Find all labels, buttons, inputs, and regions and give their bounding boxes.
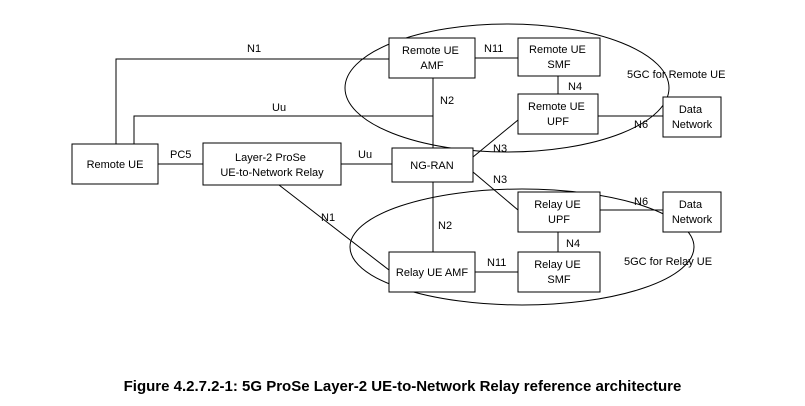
node-relay-ue-upf-label: Relay UE UPF bbox=[534, 199, 584, 226]
node-ng-ran-label: NG-RAN bbox=[410, 160, 453, 172]
label-n4-top: N4 bbox=[568, 81, 582, 93]
node-remote-ue-smf bbox=[517, 37, 601, 77]
label-n2-bottom: N2 bbox=[438, 220, 452, 232]
label-n3-top: N3 bbox=[493, 143, 507, 155]
label-n11-bottom: N11 bbox=[487, 257, 506, 269]
node-relay-ue-upf bbox=[517, 191, 601, 233]
label-n6-bottom: N6 bbox=[634, 196, 648, 208]
node-remote-ue-smf-label: Remote UE SMF bbox=[529, 44, 589, 71]
node-remote-ue bbox=[71, 143, 159, 185]
node-l2-relay bbox=[202, 142, 342, 186]
node-relay-ue-smf bbox=[517, 251, 601, 293]
node-ng-ran bbox=[391, 147, 474, 183]
node-remote-ue-upf-label: Remote UE UPF bbox=[528, 101, 588, 128]
node-remote-ue-label: Remote UE bbox=[87, 159, 144, 171]
label-n2-top: N2 bbox=[440, 95, 454, 107]
node-relay-ue-smf-label: Relay UE SMF bbox=[534, 259, 584, 286]
node-relay-ue-amf-label: Relay UE AMF bbox=[396, 267, 468, 279]
node-data-network-bottom-label: Data Network bbox=[672, 199, 713, 226]
group-5gc-remote-ue bbox=[344, 23, 670, 153]
label-uu-mid: Uu bbox=[358, 149, 372, 161]
node-data-network-bottom bbox=[662, 191, 722, 233]
architecture-diagram: Remote UE Layer-2 ProSe UE-to-Network Re… bbox=[71, 23, 725, 306]
node-remote-ue-amf-label: Remote UE AMF bbox=[402, 45, 462, 72]
link-n1-top bbox=[115, 58, 389, 144]
label-5gc-remote-ue: 5GC for Remote UE bbox=[627, 69, 725, 81]
node-data-network-top bbox=[662, 96, 722, 138]
label-n6-top: N6 bbox=[634, 119, 648, 131]
link-n3-top bbox=[472, 119, 519, 158]
label-n11-top: N11 bbox=[484, 43, 503, 55]
label-n4-bottom: N4 bbox=[566, 238, 580, 250]
label-pc5: PC5 bbox=[170, 149, 191, 161]
link-n1-bottom bbox=[278, 184, 390, 271]
label-5gc-relay-ue: 5GC for Relay UE bbox=[624, 256, 712, 268]
label-n3-bottom: N3 bbox=[493, 174, 507, 186]
node-relay-ue-amf bbox=[388, 251, 476, 293]
label-uu-top: Uu bbox=[272, 102, 286, 114]
node-data-network-top-label: Data Network bbox=[672, 104, 713, 131]
link-n3-bottom bbox=[472, 171, 519, 211]
label-n1-bottom: N1 bbox=[321, 212, 335, 224]
node-l2-relay-label: Layer-2 ProSe UE-to-Network Relay bbox=[220, 152, 324, 179]
node-remote-ue-upf bbox=[517, 93, 599, 135]
group-5gc-relay-ue bbox=[349, 188, 695, 306]
label-n1-top: N1 bbox=[247, 43, 261, 55]
figure-caption: Figure 4.2.7.2-1: 5G ProSe Layer-2 UE-to… bbox=[123, 378, 682, 395]
node-remote-ue-amf bbox=[388, 37, 476, 79]
